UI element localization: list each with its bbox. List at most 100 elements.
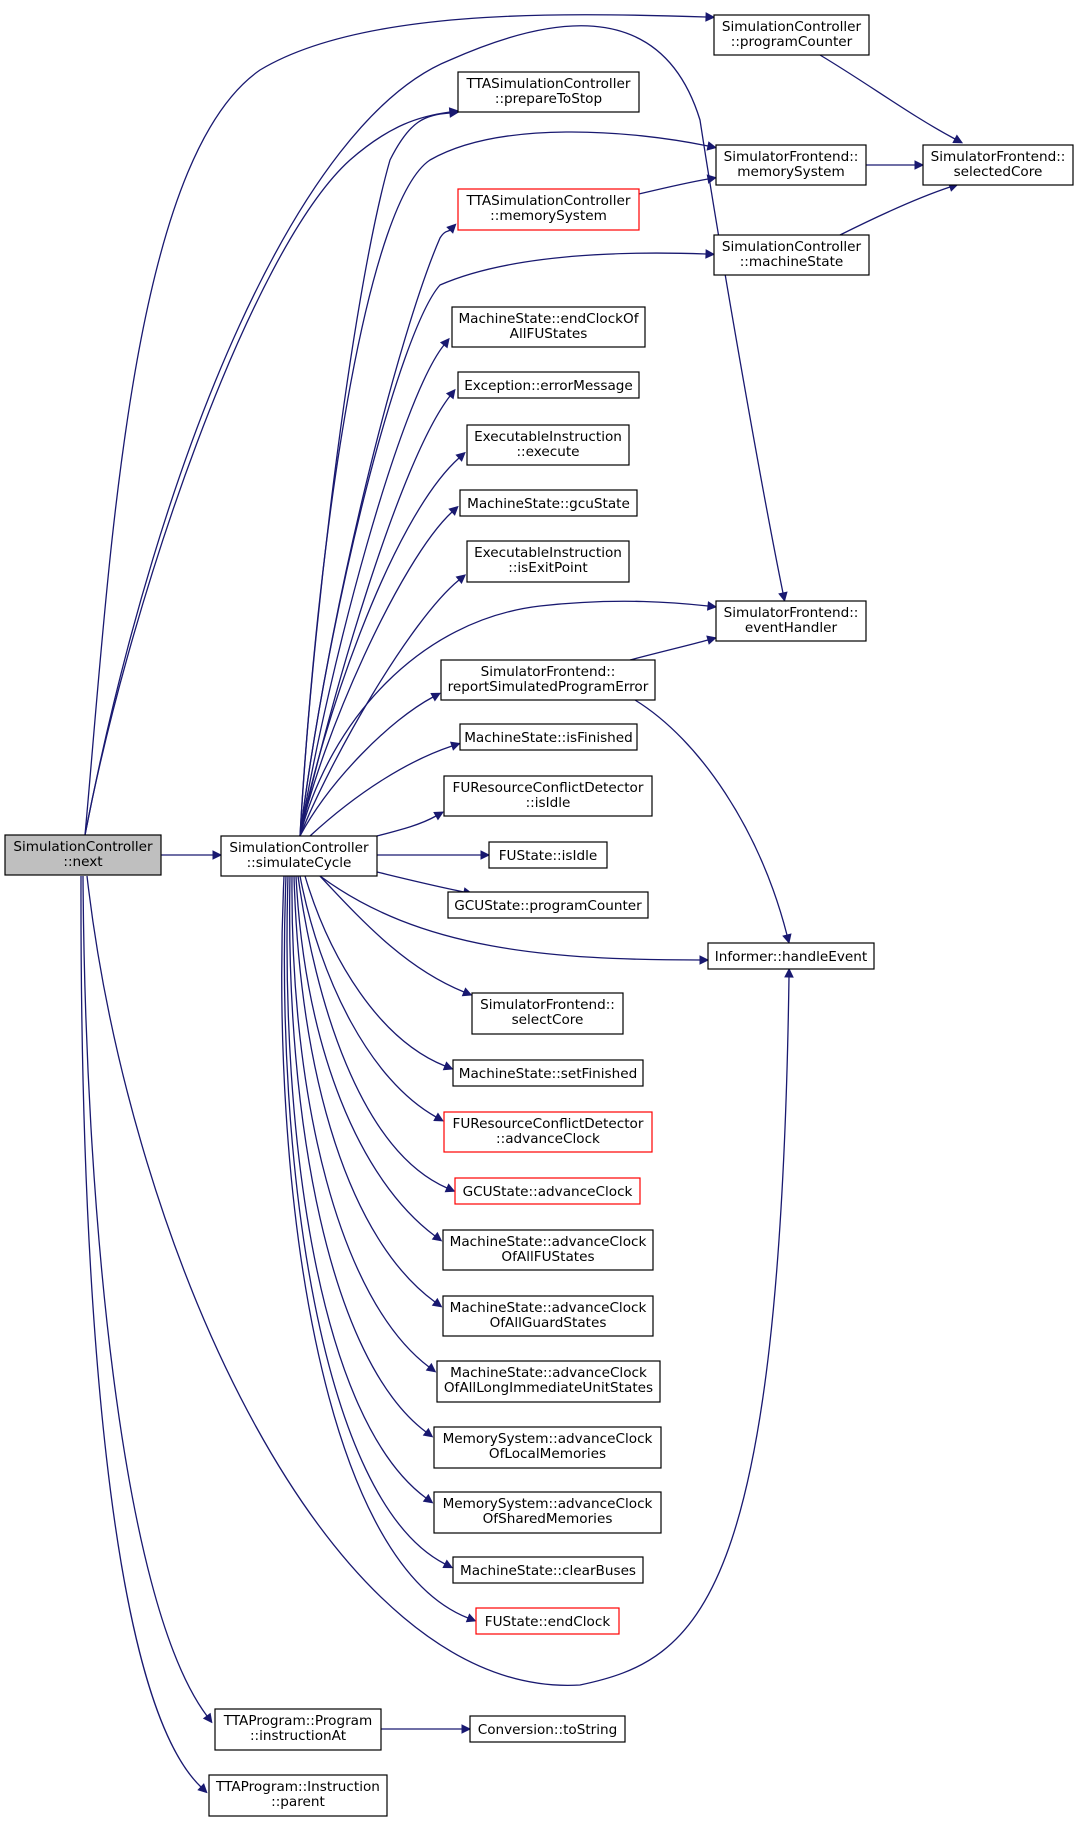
arrowhead-next-to-programCounter bbox=[705, 12, 716, 22]
node-selectCore[interactable]: SimulatorFrontend::selectCore bbox=[471, 992, 624, 1035]
arrowhead-simulateCycle-to-machineState bbox=[705, 249, 716, 259]
node-label-line2: ::advanceClock bbox=[496, 1131, 600, 1147]
node-fuStateEndClock[interactable]: FUState::endClock bbox=[475, 1607, 620, 1635]
node-isFinished[interactable]: MachineState::isFinished bbox=[459, 723, 638, 751]
edge-simulateCycle-to-sfMemorySystem bbox=[299, 131, 709, 837]
node-advanceClockOfSharedMemories[interactable]: MemorySystem::advanceClockOfSharedMemori… bbox=[433, 1491, 662, 1534]
node-isExitPoint[interactable]: ExecutableInstruction::isExitPoint bbox=[466, 540, 630, 583]
node-box bbox=[459, 489, 638, 517]
node-simulateCycle[interactable]: SimulationController::simulateCycle bbox=[220, 835, 378, 877]
node-label: MachineState::gcuState bbox=[467, 496, 630, 512]
node-label: GCUState::advanceClock bbox=[463, 1184, 633, 1200]
node-label-line1: SimulatorFrontend:: bbox=[480, 997, 615, 1013]
edge-simulateCycle-to-gcuState bbox=[299, 511, 453, 837]
arrowhead-ttaMemorySystem-to-sfMemorySystem bbox=[706, 174, 717, 184]
node-furcdAdvanceClock[interactable]: FUResourceConflictDetector::advanceClock bbox=[443, 1111, 653, 1153]
arrowhead-simulateCycle-to-setFinished bbox=[442, 1061, 454, 1071]
edge-simulateCycle-to-furcdIsIdle bbox=[376, 815, 437, 837]
node-label-line2: OfSharedMemories bbox=[483, 1511, 613, 1527]
node-label-line1: TTAProgram::Instruction bbox=[215, 1779, 380, 1795]
node-errorMessage[interactable]: Exception::errorMessage bbox=[457, 371, 640, 399]
arrowhead-simulateCycle-to-fuStateEndClock bbox=[465, 1613, 477, 1623]
node-advanceClockOfAllLIU[interactable]: MachineState::advanceClockOfAllLongImmed… bbox=[436, 1360, 661, 1403]
node-gcuState[interactable]: MachineState::gcuState bbox=[459, 489, 638, 517]
node-box bbox=[457, 371, 640, 399]
node-box bbox=[457, 71, 640, 113]
node-gcuAdvanceClock[interactable]: GCUState::advanceClock bbox=[454, 1177, 641, 1205]
node-box bbox=[488, 841, 608, 869]
node-label-line2: ::simulateCycle bbox=[247, 855, 352, 871]
node-parent[interactable]: TTAProgram::Instruction::parent bbox=[208, 1774, 388, 1817]
arrowhead-simulateCycle-to-gcuState bbox=[448, 505, 459, 516]
node-box bbox=[443, 775, 653, 817]
node-label-line1: ExecutableInstruction bbox=[474, 429, 622, 445]
edge-simulateCycle-to-execute bbox=[299, 457, 460, 837]
arrowhead-next-to-handleEvent bbox=[784, 967, 794, 978]
node-programCounter[interactable]: SimulationController::programCounter bbox=[713, 14, 870, 56]
arrowhead-next-to-instructionAt bbox=[202, 1712, 213, 1724]
node-label: Conversion::toString bbox=[478, 1722, 618, 1738]
node-label: Informer::handleEvent bbox=[715, 949, 867, 965]
edge-reportSimulatedProgramError-to-handleEvent bbox=[634, 699, 788, 936]
node-box bbox=[442, 1295, 654, 1337]
node-instructionAt[interactable]: TTAProgram::Program::instructionAt bbox=[214, 1708, 382, 1751]
edge-simulateCycle-to-advanceClockOfAllGuardStates bbox=[293, 875, 436, 1303]
node-advanceClockOfAllGuardStates[interactable]: MachineState::advanceClockOfAllGuardStat… bbox=[442, 1295, 654, 1337]
node-box bbox=[713, 234, 870, 276]
node-eventHandler[interactable]: SimulatorFrontend::eventHandler bbox=[715, 600, 867, 642]
node-machineState[interactable]: SimulationController::machineState bbox=[713, 234, 870, 276]
edge-next-to-handleEvent bbox=[86, 875, 790, 1686]
node-sfMemorySystem[interactable]: SimulatorFrontend::memorySystem bbox=[715, 144, 867, 186]
edge-next-to-parent bbox=[80, 875, 202, 1788]
node-label-line1: MachineState::advanceClock bbox=[450, 1300, 647, 1316]
node-label-line2: ::programCounter bbox=[731, 34, 853, 50]
node-label-line2: ::memorySystem bbox=[490, 208, 607, 224]
arrowhead-sfMemorySystem-to-selectedCore bbox=[914, 160, 925, 170]
arrowhead-simulateCycle-to-advanceClockOfAllGuardStates bbox=[431, 1297, 443, 1308]
edge-simulateCycle-to-selectCore bbox=[319, 875, 465, 993]
arrowhead-simulateCycle-to-prepareToStop bbox=[449, 108, 460, 118]
node-advanceClockOfLocalMemories[interactable]: MemorySystem::advanceClockOfLocalMemorie… bbox=[433, 1426, 662, 1469]
node-selectedCore[interactable]: SimulatorFrontend::selectedCore bbox=[922, 144, 1074, 186]
arrowhead-simulateCycle-to-ttaMemorySystem bbox=[446, 223, 457, 234]
node-furcdIsIdle[interactable]: FUResourceConflictDetector::isIdle bbox=[443, 775, 653, 817]
node-handleEvent[interactable]: Informer::handleEvent bbox=[707, 942, 875, 970]
node-label-line1: SimulatorFrontend:: bbox=[724, 149, 859, 165]
node-box bbox=[451, 306, 646, 348]
node-fuStateIsIdle[interactable]: FUState::isIdle bbox=[488, 841, 608, 869]
arrowhead-next-to-simulateCycle bbox=[212, 850, 223, 860]
node-label-line2: selectedCore bbox=[954, 164, 1043, 180]
arrowhead-simulateCycle-to-advanceClockOfAllFUStates bbox=[431, 1231, 443, 1242]
arrowhead-next-to-eventHandler bbox=[778, 591, 788, 602]
node-reportSimulatedProgramError[interactable]: SimulatorFrontend::reportSimulatedProgra… bbox=[440, 659, 656, 701]
node-setFinished[interactable]: MachineState::setFinished bbox=[452, 1059, 644, 1087]
node-label: MachineState::isFinished bbox=[464, 730, 633, 746]
arrowhead-simulateCycle-to-endClockOfAllFUStates bbox=[439, 337, 450, 349]
node-box bbox=[433, 1491, 662, 1534]
edge-simulateCycle-to-advanceClockOfSharedMemories bbox=[286, 875, 427, 1499]
arrowhead-simulateCycle-to-selectCore bbox=[461, 987, 473, 997]
edge-machineState-to-selectedCore bbox=[839, 186, 951, 236]
node-label: Exception::errorMessage bbox=[464, 378, 633, 394]
node-next[interactable]: SimulationController::next bbox=[4, 834, 162, 876]
node-label-line2: ::machineState bbox=[740, 254, 844, 270]
node-box bbox=[440, 659, 656, 701]
node-label-line2: AllFUStates bbox=[510, 326, 588, 342]
node-label-line2: OfAllGuardStates bbox=[490, 1315, 607, 1331]
node-label-line2: eventHandler bbox=[745, 620, 838, 636]
node-label-line2: reportSimulatedProgramError bbox=[448, 679, 649, 695]
edge-next-to-instructionAt bbox=[82, 875, 208, 1717]
node-clearBuses[interactable]: MachineState::clearBuses bbox=[452, 1556, 644, 1584]
node-prepareToStop[interactable]: TTASimulationController::prepareToStop bbox=[457, 71, 640, 113]
node-ttaMemorySystem[interactable]: TTASimulationController::memorySystem bbox=[457, 188, 640, 231]
arrowhead-simulateCycle-to-clearBuses bbox=[442, 1559, 454, 1569]
arrowhead-simulateCycle-to-advanceClockOfSharedMemories bbox=[422, 1493, 434, 1504]
node-gcuProgramCounter[interactable]: GCUState::programCounter bbox=[447, 891, 649, 919]
node-label-line1: FUResourceConflictDetector bbox=[453, 1116, 644, 1132]
node-label-line1: SimulatorFrontend:: bbox=[481, 664, 616, 680]
node-toString[interactable]: Conversion::toString bbox=[469, 1715, 626, 1743]
node-execute[interactable]: ExecutableInstruction::execute bbox=[466, 424, 630, 466]
